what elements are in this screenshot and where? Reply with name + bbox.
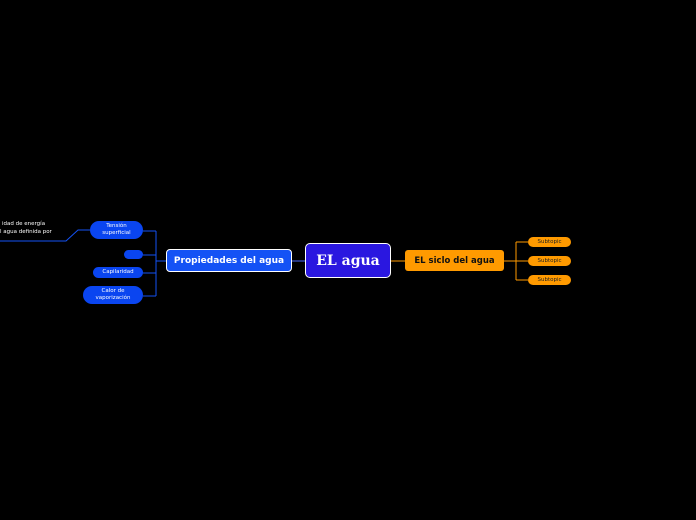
subtopic-orange-1[interactable]: Subtopic bbox=[528, 237, 571, 247]
floating-note[interactable]: idad de energía l agua definida por bbox=[0, 220, 68, 236]
subtopic-orange-2[interactable]: Subtopic bbox=[528, 256, 571, 266]
main-topic-propiedades[interactable]: Propiedades del agua bbox=[166, 249, 292, 272]
subtopic-capilaridad[interactable]: Capilaridad bbox=[93, 267, 143, 278]
subtopic-orange-3[interactable]: Subtopic bbox=[528, 275, 571, 285]
subtopic-calor[interactable]: Calor de vaporización bbox=[83, 286, 143, 304]
subtopic-empty[interactable] bbox=[124, 250, 143, 259]
note-line: l agua definida por bbox=[0, 229, 52, 235]
subtopic-tension[interactable]: Tensión superficial bbox=[90, 221, 143, 239]
central-topic[interactable]: EL agua bbox=[305, 243, 391, 278]
note-line: idad de energía bbox=[2, 221, 46, 227]
main-topic-ciclo[interactable]: EL siclo del agua bbox=[405, 250, 504, 271]
